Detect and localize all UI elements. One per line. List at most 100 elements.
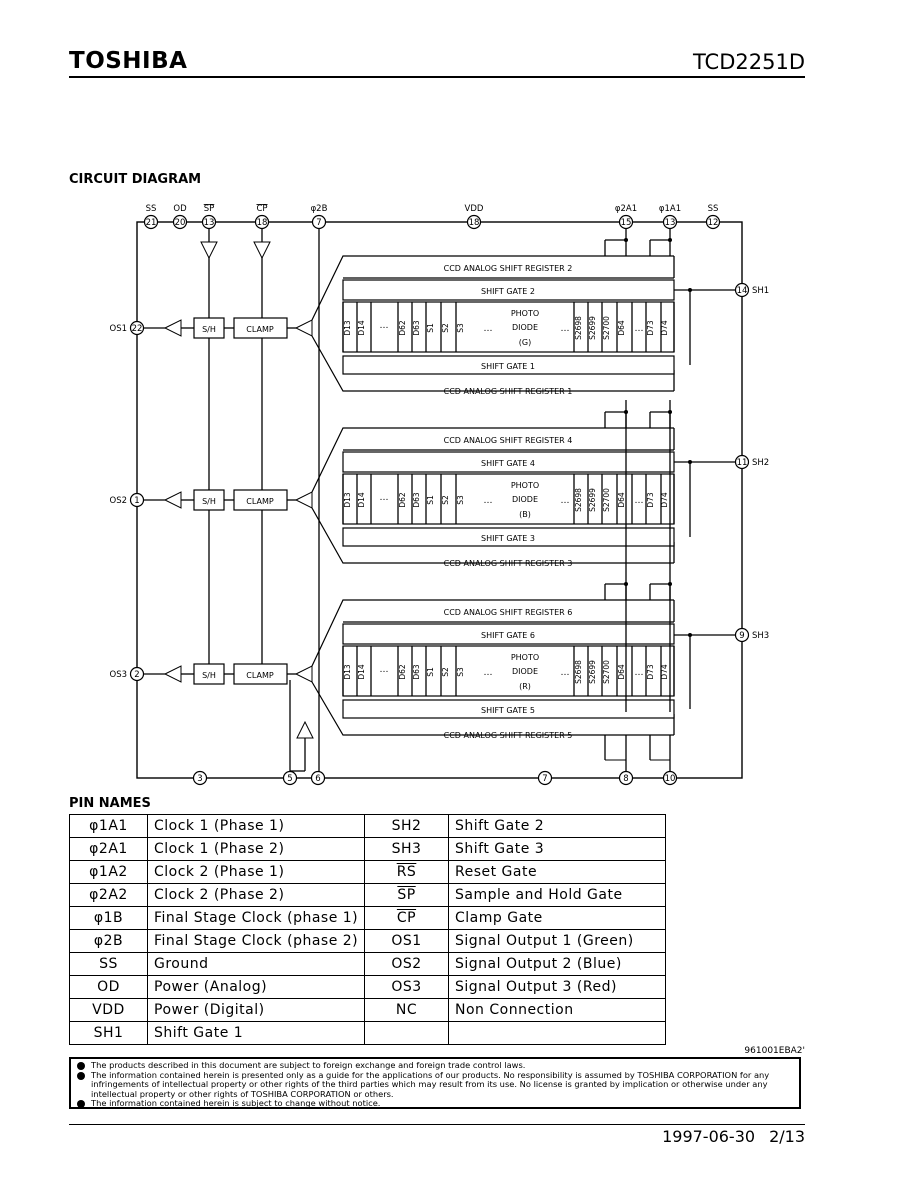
- pixel-cell: S2698: [574, 488, 583, 512]
- footer-rule: [69, 1124, 805, 1125]
- pin-symbol: NC: [364, 998, 449, 1022]
- output-amp-icon: [294, 665, 313, 683]
- photo-label: PHOTO: [511, 653, 539, 662]
- pin-symbol: VDD: [69, 998, 148, 1022]
- pin-circle: [662, 214, 678, 230]
- bottom-pin-number: 8: [623, 774, 628, 784]
- pixel-cell: D74: [660, 492, 669, 508]
- pin-circle: [734, 282, 750, 298]
- buffer-icon: [296, 720, 314, 739]
- notice-item: The products described in this document …: [77, 1060, 793, 1071]
- color-label: (G): [519, 338, 531, 347]
- pixel-cell: D64: [617, 664, 626, 680]
- top-pin-label: SS: [146, 204, 157, 214]
- right-pin-number: 14: [737, 286, 748, 296]
- pixel-cell: D74: [660, 664, 669, 680]
- ellipsis: …: [561, 324, 570, 334]
- document-id: 961001EBA2': [744, 1046, 805, 1056]
- buffer-icon: [253, 241, 271, 260]
- pin-circle: [618, 214, 634, 230]
- pixel-cell: S2699: [588, 660, 597, 684]
- pin-symbol: OS1: [364, 929, 449, 953]
- output-amp-icon: [294, 319, 313, 337]
- pin-symbol: CP: [364, 906, 449, 930]
- pixel-cell: D74: [660, 320, 669, 336]
- pixel-cell: S2699: [588, 316, 597, 340]
- pin-description: Non Connection: [448, 998, 666, 1022]
- junction-dot: [688, 633, 692, 637]
- pixel-cell: S1: [426, 323, 435, 333]
- register-outline: [311, 681, 674, 736]
- pixel-cell: S2: [441, 323, 450, 333]
- register-outline: [311, 335, 674, 392]
- pin-circle: [143, 214, 159, 230]
- notice-text: The products described in this document …: [91, 1060, 526, 1070]
- pixel-cell: D63: [412, 320, 421, 336]
- pin-symbol: φ2A1: [69, 837, 148, 861]
- top-pin-number: 18: [469, 218, 480, 228]
- top-pin-label: OD: [173, 204, 187, 214]
- top-pin-number: 20: [175, 218, 186, 228]
- register-label: CCD ANALOG SHIFT REGISTER 3: [444, 559, 573, 568]
- register-label: CCD ANALOG SHIFT REGISTER 2: [444, 264, 573, 273]
- notice-text: The information contained herein is subj…: [91, 1098, 381, 1109]
- pixel-cell: S2: [441, 667, 450, 677]
- pin-description: Power (Digital): [147, 998, 365, 1022]
- ellipsis: …: [635, 324, 644, 334]
- top-pin-number: 21: [146, 218, 157, 228]
- pin-circle: [662, 770, 678, 786]
- pixel-cell: S1: [426, 495, 435, 505]
- pin-symbol: SH2: [364, 814, 449, 838]
- pin-circle: [129, 492, 145, 508]
- bottom-pin-number: 3: [197, 774, 202, 784]
- top-pin-label: φ1A1: [659, 204, 681, 214]
- shift-gate-box: [342, 623, 675, 645]
- ellipsis: …: [380, 321, 389, 331]
- toshiba-logo: TOSHIBA: [69, 48, 188, 74]
- pin-circle: [129, 320, 145, 336]
- shift-gate-box: [342, 527, 675, 547]
- pin-circle: [254, 214, 270, 230]
- pixel-cell: D73: [646, 320, 655, 336]
- bottom-pin-number: 5: [287, 774, 292, 784]
- shift-gate-label: SHIFT GATE 6: [481, 631, 535, 640]
- pin-circle: [734, 454, 750, 470]
- ellipsis: …: [635, 496, 644, 506]
- shift-gate-box: [342, 699, 675, 719]
- bottom-pin-number: 7: [542, 774, 547, 784]
- shift-gate-label: SHIFT GATE 3: [481, 534, 535, 543]
- output-buffer-icon: [163, 491, 182, 509]
- output-buffer-icon: [163, 319, 182, 337]
- shift-gate-box: [342, 355, 675, 375]
- pin-circle: [537, 770, 553, 786]
- pin-names-title: PIN NAMES: [69, 796, 151, 811]
- pin-description: Final Stage Clock (phase 1): [147, 906, 365, 930]
- pin-symbol: φ2B: [69, 929, 148, 953]
- pixel-cell: D62: [398, 492, 407, 508]
- pin-symbol: OS3: [364, 975, 449, 999]
- pin-symbol: SH3: [364, 837, 449, 861]
- pin-symbol: SS: [69, 952, 148, 976]
- pin-description: Sample and Hold Gate: [448, 883, 666, 907]
- ellipsis: …: [561, 668, 570, 678]
- pixel-cell: S2700: [602, 316, 611, 340]
- pin-circle: [705, 214, 721, 230]
- sample-hold-label: S/H: [202, 671, 216, 680]
- header-rule: [69, 76, 805, 78]
- pin-description: [448, 1021, 666, 1045]
- right-pin-number: 11: [737, 458, 748, 468]
- pixel-cell: D62: [398, 320, 407, 336]
- pixel-cell: S2700: [602, 660, 611, 684]
- output-buffer-icon: [163, 665, 182, 683]
- right-pin-number: 9: [739, 631, 744, 641]
- pixel-cell: D73: [646, 664, 655, 680]
- ellipsis: …: [380, 493, 389, 503]
- pin-symbol: φ1A2: [69, 860, 148, 884]
- pixel-cell: S2700: [602, 488, 611, 512]
